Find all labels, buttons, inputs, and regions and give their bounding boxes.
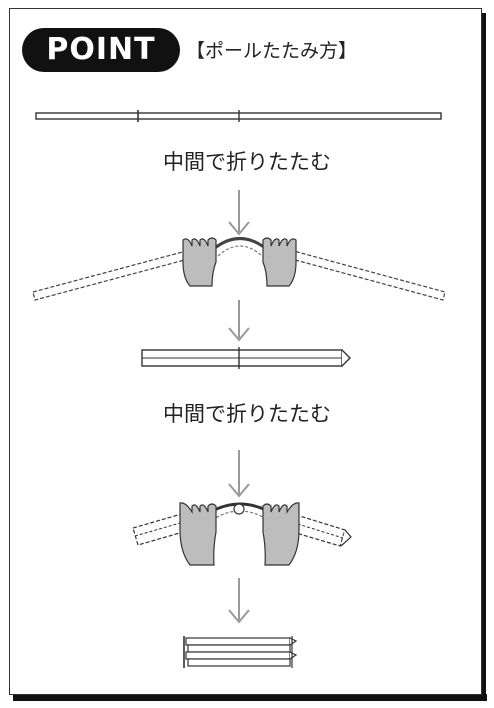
arrow-down-icon <box>228 300 250 342</box>
arrow-down-icon <box>228 190 250 236</box>
frame-shadow-bottom <box>13 694 487 701</box>
hands-fold-pole-icon <box>132 502 352 566</box>
frame-shadow-right <box>481 13 486 701</box>
pole-folded-half-icon <box>141 347 351 369</box>
step-label-fold-1: 中間で折りたたむ <box>163 150 331 174</box>
pole-straight-icon <box>35 110 442 122</box>
point-badge: POINT <box>22 28 180 72</box>
page-heading: 【ポールたたみ方】 <box>186 40 358 62</box>
hands-fold-pole-icon <box>32 237 446 301</box>
pole-folded-quarter-icon <box>183 636 298 668</box>
arrow-down-icon <box>228 450 250 498</box>
step-label-fold-2: 中間で折りたたむ <box>163 402 331 426</box>
arrow-down-icon <box>228 578 250 624</box>
